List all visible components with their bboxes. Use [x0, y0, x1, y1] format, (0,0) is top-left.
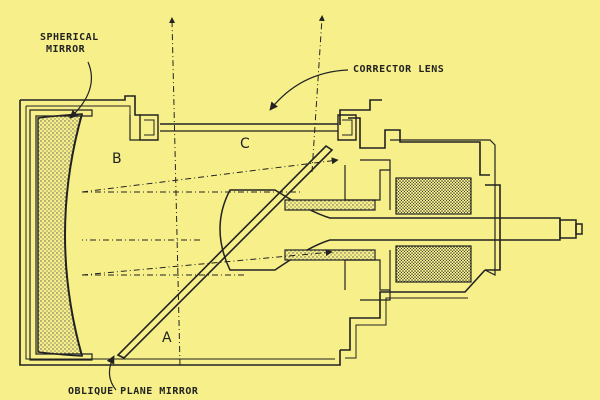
ray-paths [81, 15, 339, 366]
deflection-coils [284, 159, 472, 301]
leader-lines [69, 61, 349, 391]
label-point-c: C [240, 136, 250, 152]
housing [19, 95, 501, 366]
oblique-plane-mirror [116, 144, 334, 359]
spherical-mirror [29, 109, 93, 361]
label-point-b: B [112, 151, 122, 167]
label-spherical-line1: SPHERICAL [40, 32, 99, 43]
corrector-lens [129, 114, 357, 141]
label-corrector-lens: CORRECTOR LENS [353, 64, 444, 75]
label-spherical-line2: MIRROR [46, 44, 86, 55]
label-point-a: A [162, 330, 172, 346]
label-oblique-plane-mirror: OBLIQUE PLANE MIRROR [68, 386, 199, 397]
